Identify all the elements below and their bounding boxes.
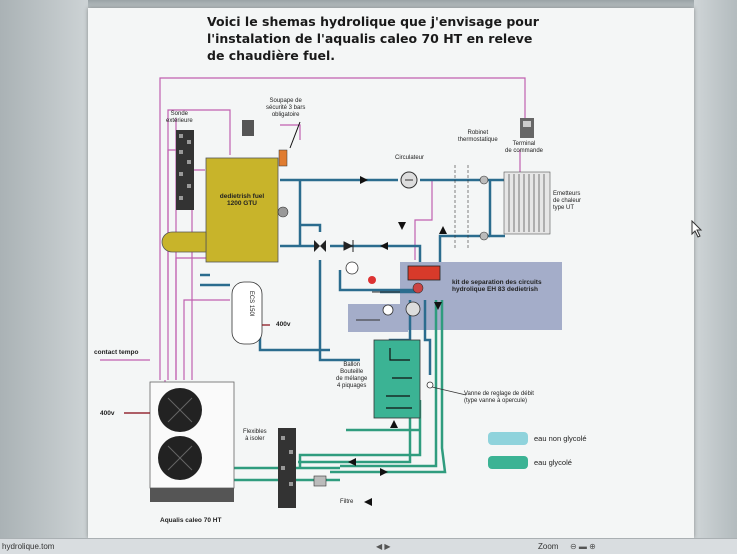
plate-heat-exchanger-icon: [407, 265, 441, 281]
heat-pump-unit: [149, 381, 235, 502]
flow-arrows: [348, 176, 447, 506]
legend-label-non-glycol: eau non glycolé: [534, 434, 587, 443]
monitor-bezel-right: [694, 0, 737, 553]
legend-swatch-non-glycol: [488, 432, 528, 445]
label-chaudiere: dedietrish fuel 1200 GTU: [219, 193, 265, 207]
title-line-2: l'instalation de l'aqualis caleo 70 HT e…: [207, 31, 533, 46]
label-soupape: Soupape de sécurité 3 bars obligatoire: [266, 98, 306, 118]
fuel-boiler: [205, 157, 279, 263]
label-contact-tempo: contact tempo: [94, 349, 139, 356]
three-way-valve-icon: [314, 240, 326, 252]
monitor-bezel-left: [0, 0, 88, 553]
boiler-burner: [161, 231, 207, 253]
flexible-insulation-icon: [278, 428, 296, 508]
label-sonde: Sonde extérieure: [166, 111, 193, 124]
filter-icon: [313, 475, 327, 487]
radiator-icon: [503, 171, 551, 235]
monitor-bezel-top: [0, 0, 737, 10]
label-400v-ecs: 400v: [276, 321, 291, 328]
buffer-tank-piping: [386, 348, 412, 409]
label-400v-pac: 400v: [100, 410, 115, 417]
expansion-vessel-icon: [345, 261, 359, 275]
label-ecs: ECS 150l: [248, 290, 255, 317]
flow-regulating-valve: [426, 381, 434, 389]
zoom-label: Zoom: [538, 542, 559, 551]
page-title: Voici le shemas hydrolique que j'envisag…: [207, 13, 539, 64]
zoom-control-icon[interactable]: ⊖ ▬ ⊕: [570, 542, 596, 551]
status-filename: hydrolique.tom: [2, 542, 55, 551]
label-ballon: Ballon Bouteille de mélange 4 piquages: [336, 362, 368, 389]
outdoor-sensor-icon: [176, 130, 194, 210]
buffer-tank: [373, 339, 421, 419]
safety-valve-arrow: [289, 121, 301, 149]
thermostatic-valve-icon: [479, 175, 489, 185]
label-flexibles: Flexibles à isoler: [243, 429, 267, 442]
label-circulateur: Circulateur: [395, 155, 425, 161]
wall-lines: [454, 165, 469, 250]
kit-pump-top: [412, 282, 424, 294]
label-kit: kit de separation des circuits hydroliqu…: [452, 279, 542, 293]
title-line-1: Voici le shemas hydrolique que j'envisag…: [207, 14, 539, 29]
status-bar: hydrolique.tom ◀ ▶ Zoom ⊖ ▬ ⊕: [0, 538, 737, 554]
title-line-3: de chaudière fuel.: [207, 48, 335, 63]
kit-expansion-vessel: [382, 304, 394, 316]
boiler-gauge: [277, 206, 289, 218]
legend-label-glycol: eau glycolé: [534, 458, 572, 467]
label-robinet: Robinet thermostatique: [458, 130, 498, 143]
legend-swatch-glycol: [488, 456, 528, 469]
check-valve-icon: [343, 240, 354, 252]
pressure-gauge-icon: [368, 276, 376, 284]
label-filtre: Filtre: [340, 499, 354, 505]
label-emetteurs: Emetteurs de chaleur type UT: [553, 191, 582, 211]
safety-valve-icon: [278, 149, 288, 167]
return-valve-icon: [479, 231, 489, 241]
kit-valves: [356, 291, 400, 321]
kit-panel-extension: [348, 304, 408, 332]
kit-circulator-icon: [405, 301, 421, 317]
mouse-pointer-icon: [691, 220, 703, 238]
label-aqualis: Aqualis caleo 70 HT: [160, 517, 222, 524]
room-thermostat-icon: [242, 120, 254, 136]
pipes-non-glycol: [200, 178, 505, 375]
label-vanne: Vanne de reglage de débit (type vanne à …: [464, 391, 534, 404]
scroll-arrows-icon[interactable]: ◀ ▶: [376, 542, 391, 551]
label-terminal: Terminal de commande: [505, 141, 544, 154]
ecs-tank: [231, 281, 263, 345]
